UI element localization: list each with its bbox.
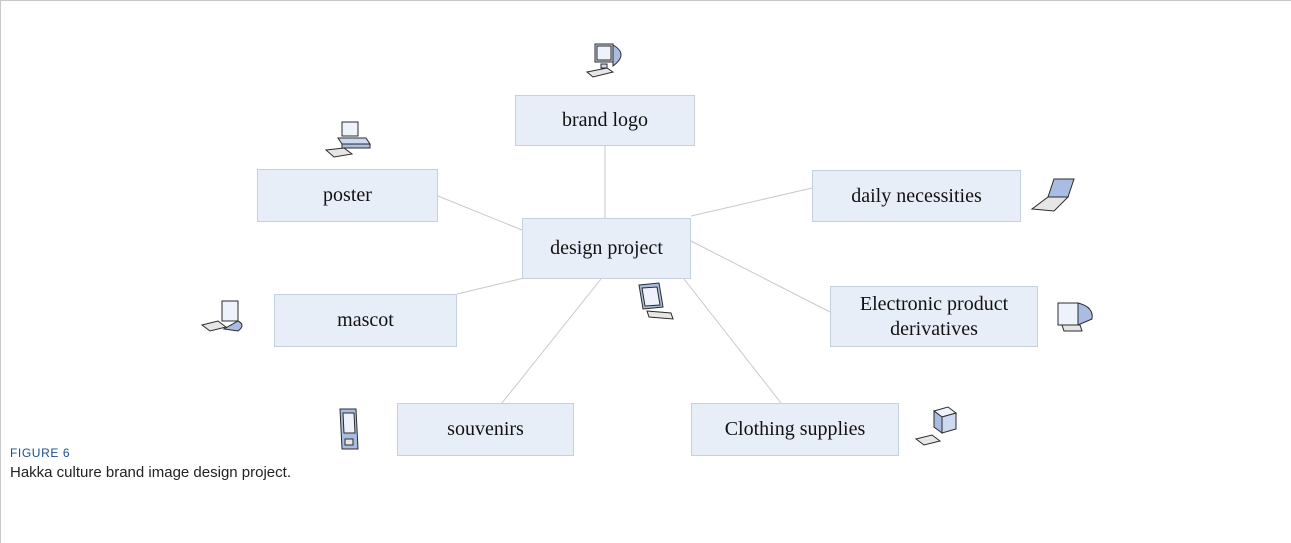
node-brand-logo: brand logo	[515, 95, 695, 146]
connector-poster	[437, 195, 523, 231]
node-poster: poster	[257, 169, 438, 222]
cube-computer-icon	[914, 406, 958, 446]
node-label: daily necessities	[851, 184, 982, 207]
laptop-icon	[1030, 178, 1075, 212]
pda-icon	[339, 408, 359, 450]
figure-label: FIGURE 6	[10, 446, 71, 460]
node-label: Clothing supplies	[724, 418, 866, 440]
connector-clothing-supplies	[683, 278, 782, 404]
node-center-design-project: design project	[522, 218, 691, 279]
flat-monitor-icon	[200, 300, 243, 332]
figure-caption: Hakka culture brand image design project…	[10, 464, 291, 481]
figure-frame-left	[0, 0, 1, 543]
crt-monitor-icon	[1057, 302, 1093, 332]
node-souvenirs: souvenirs	[397, 403, 574, 456]
speaker-computer-icon	[585, 43, 622, 78]
connector-mascot	[456, 277, 525, 295]
node-electronic-product: Electronic product derivatives	[830, 286, 1038, 347]
connector-souvenirs	[501, 278, 602, 404]
node-clothing-supplies: Clothing supplies	[691, 403, 899, 456]
connector-electronic-product	[690, 240, 831, 313]
node-mascot: mascot	[274, 294, 457, 347]
node-label: poster	[323, 184, 372, 206]
node-label: mascot	[337, 309, 394, 331]
node-label: souvenirs	[447, 418, 524, 440]
desktop-pc-icon	[324, 121, 371, 158]
figure-frame-top	[0, 0, 1291, 10]
node-daily-necessities: daily necessities	[812, 170, 1021, 222]
node-label: Electronic product derivatives	[859, 292, 1009, 340]
node-label: brand logo	[561, 109, 649, 131]
lcd-monitor-icon	[638, 282, 674, 320]
connector-daily-necessities	[690, 187, 813, 217]
node-label: design project	[550, 237, 663, 259]
